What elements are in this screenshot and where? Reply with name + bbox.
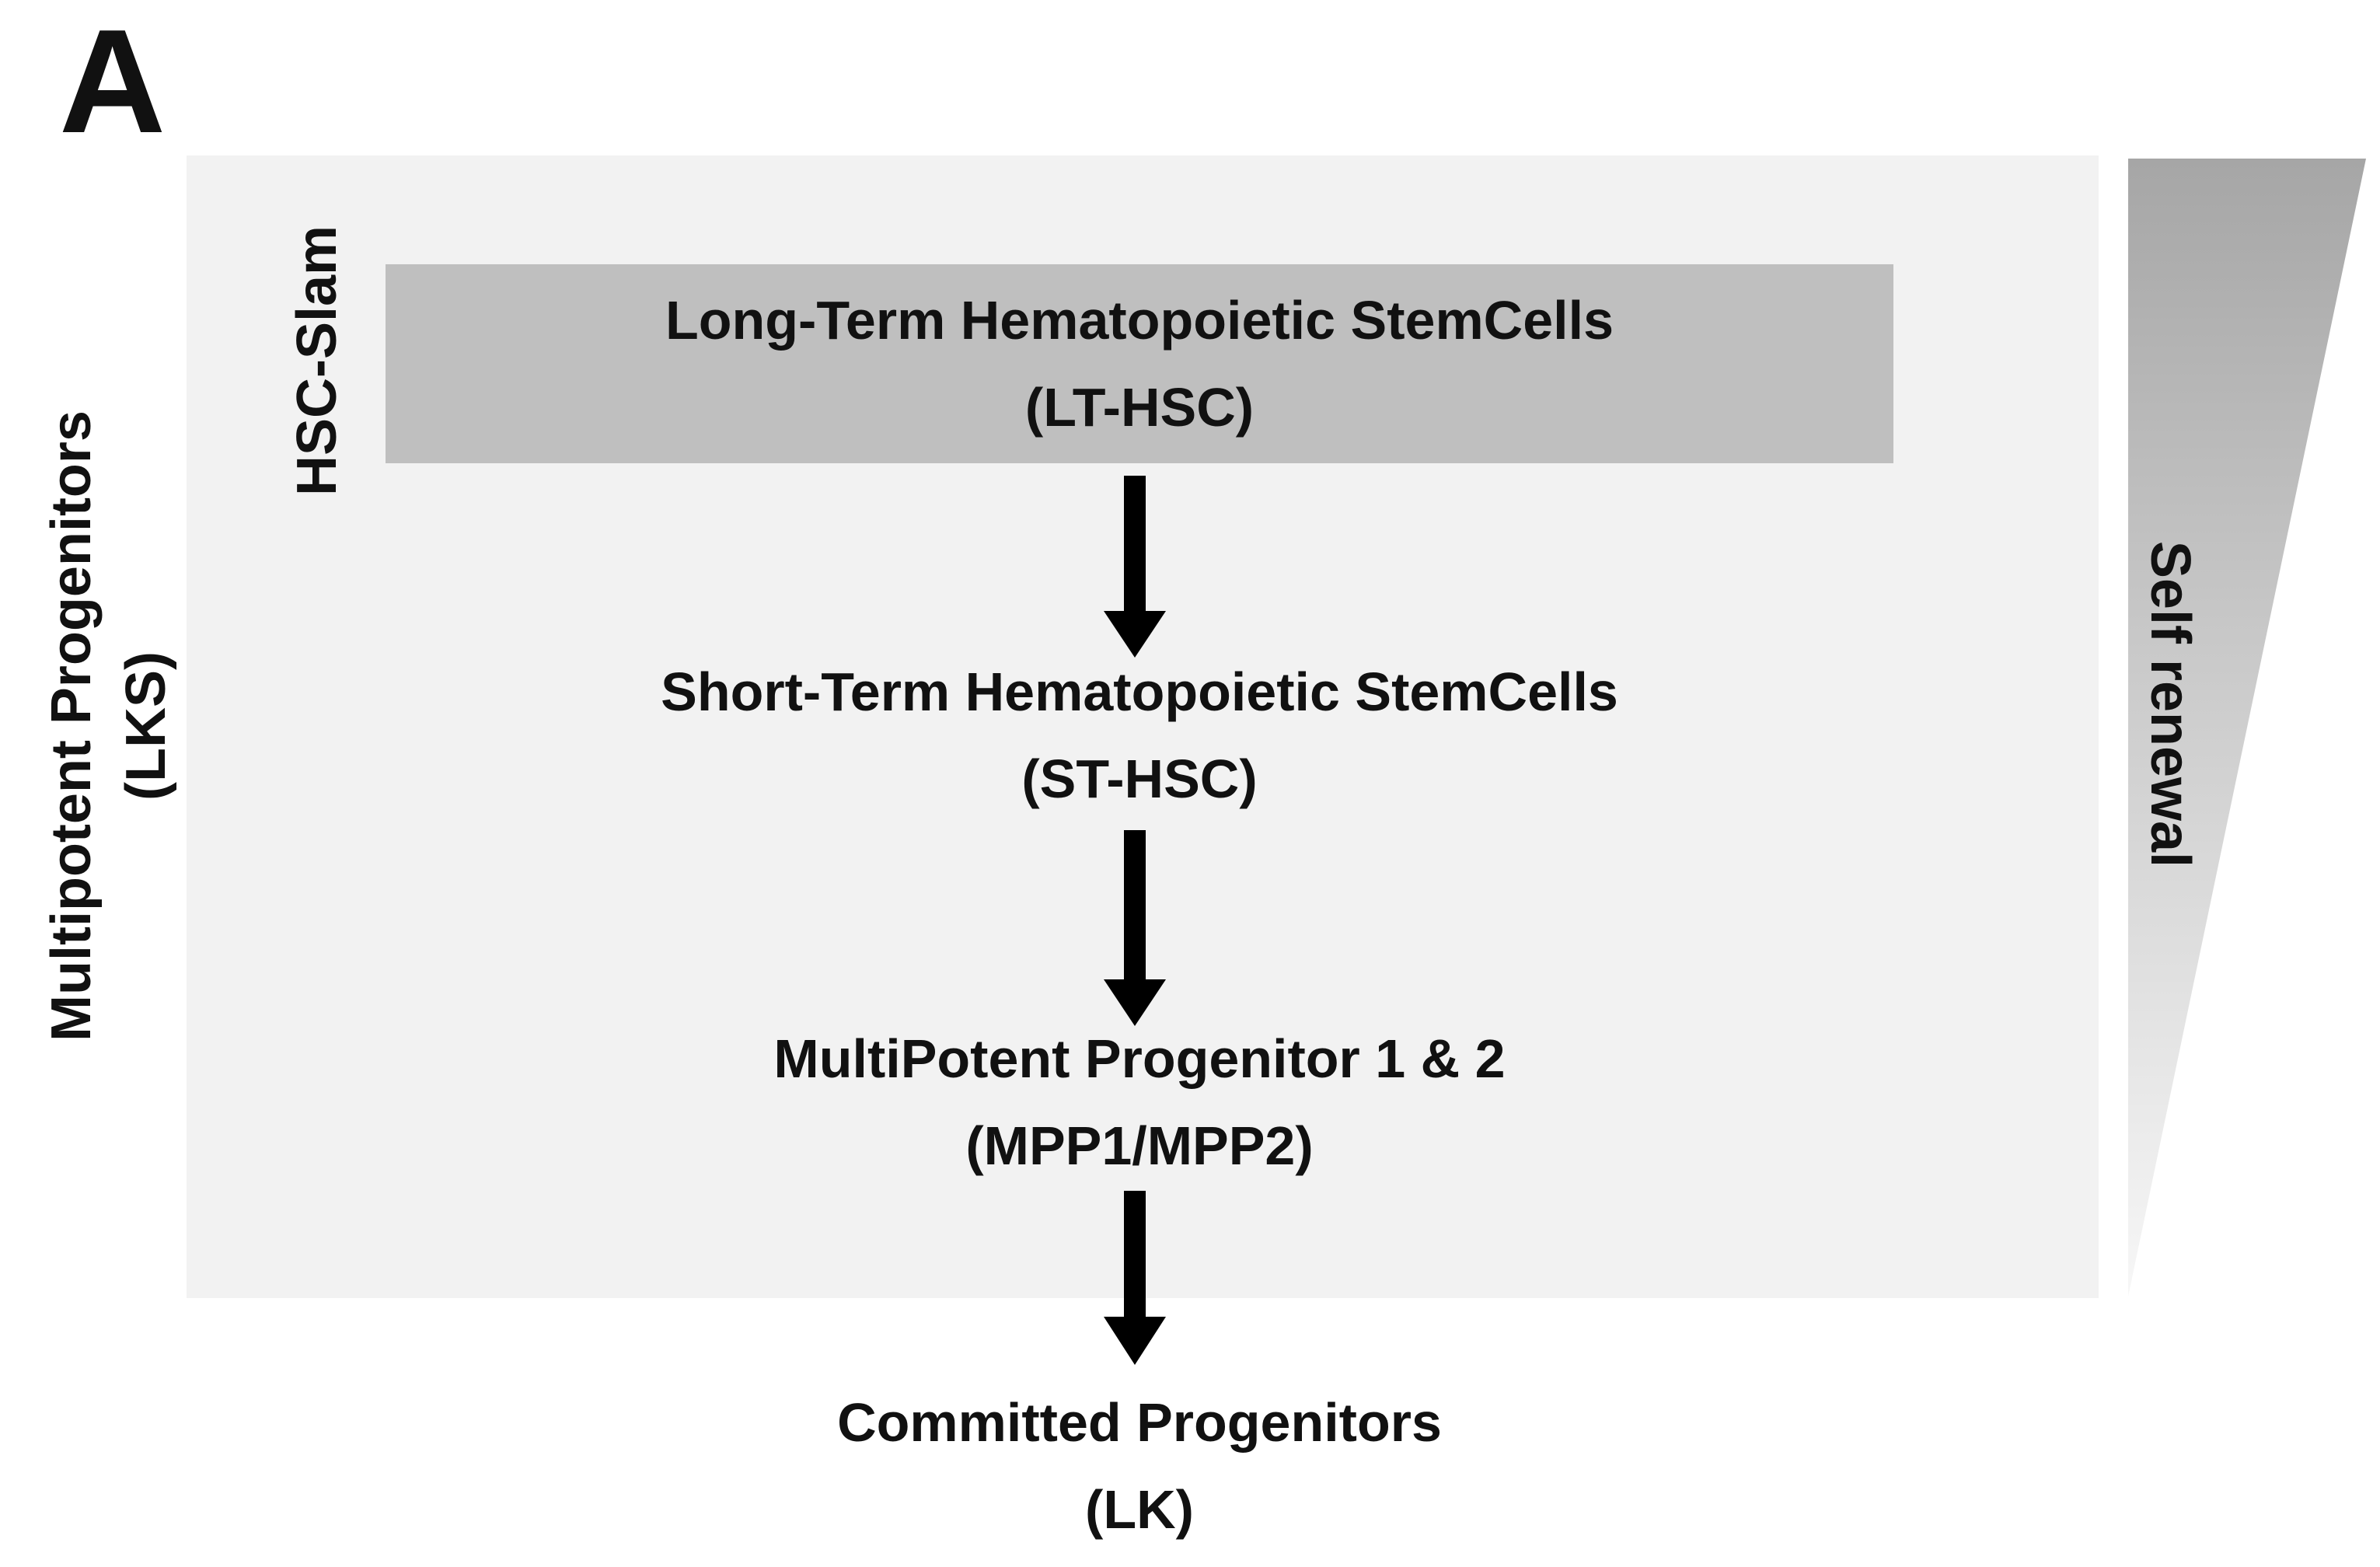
node-name: Committed Progenitors [837, 1392, 1442, 1453]
node-abbr: (LK) [1085, 1479, 1194, 1540]
self-renewal-label: Self renewal [2139, 540, 2201, 868]
lt-hsc-box [386, 264, 1893, 463]
node-abbr: (MPP1/MPP2) [965, 1115, 1314, 1176]
arrow-st-to-mpp [1104, 830, 1166, 1026]
self-renewal-wedge [2128, 159, 2366, 1297]
node-mpp: MultiPotent Progenitor 1 & 2 (MPP1/MPP2) [386, 1015, 1893, 1189]
node-name: Short-Term Hematopoietic StemCells [661, 661, 1618, 722]
node-abbr: (LT-HSC) [1024, 377, 1255, 438]
panel-letter: A [59, 0, 166, 164]
node-name: MultiPotent Progenitor 1 & 2 [773, 1028, 1506, 1089]
arrow-lt-to-st [1104, 476, 1166, 658]
node-abbr: (ST-HSC) [1021, 749, 1258, 809]
node-committed-progenitors: Committed Progenitors (LK) [386, 1379, 1893, 1553]
arrow-mpp-to-committed [1104, 1191, 1166, 1365]
node-st-hsc: Short-Term Hematopoietic StemCells (ST-H… [386, 648, 1893, 822]
node-lt-hsc: Long-Term Hematopoietic StemCells (LT-HS… [386, 277, 1893, 451]
node-name: Long-Term Hematopoietic StemCells [665, 290, 1614, 351]
